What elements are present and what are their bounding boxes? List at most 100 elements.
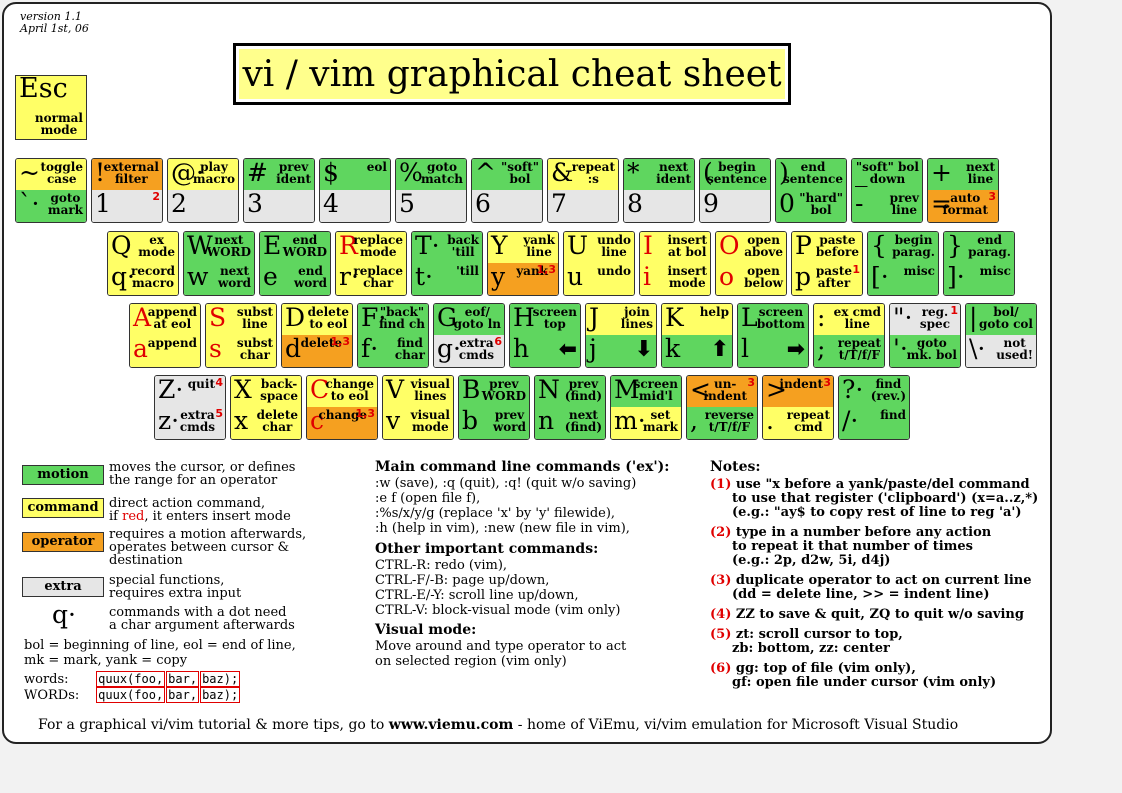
key-half-bot: ;repeat t/T/f/F	[814, 333, 884, 367]
version-number: version 1.1	[20, 10, 82, 23]
words-segment: bar,	[166, 671, 200, 687]
key-desc: delete	[300, 335, 342, 350]
key-char: ;	[817, 333, 826, 363]
other-commands-title: Other important commands:	[375, 541, 599, 557]
key-char: N	[538, 375, 560, 404]
note-text: gg: top of file (vim only),	[735, 661, 916, 676]
key-desc: next word	[217, 263, 251, 290]
note-text: duplicate operator to act on current lin…	[735, 573, 1032, 588]
legend-motion-box: motion	[22, 465, 104, 485]
key-desc: prev WORD	[481, 377, 526, 403]
key-half-bot: 3	[244, 188, 314, 222]
key-half-bot: \·not used!	[966, 334, 1036, 367]
key-note-ref: 4	[215, 376, 223, 389]
key-desc: insert at bol	[667, 233, 707, 259]
key--3-9: ?·find (rev.)/·find	[838, 375, 910, 440]
key-half-bot: .repeat cmd	[763, 406, 833, 439]
key-char: q·	[111, 261, 135, 291]
key-char: A	[133, 303, 152, 332]
key-half-bot: 6	[472, 189, 542, 222]
note-text: use "x before a yank/paste/del command	[735, 477, 1030, 492]
key-note-ref: 1,3	[536, 262, 557, 276]
key-desc: next WORD	[206, 233, 251, 259]
key-half-bot: -prev line	[852, 189, 922, 222]
WORDs-row: WORDs: quux(foo,bar,baz);	[24, 687, 241, 703]
note-line: (1) use "x before a yank/paste/del comma…	[710, 478, 1030, 492]
key-char: l	[741, 333, 749, 363]
key-half-bot: t·'till	[412, 262, 482, 295]
legend-command-text: direct action command, if red, it enters…	[109, 496, 291, 524]
key-char: {	[871, 231, 887, 260]
key-desc: insert mode	[667, 263, 707, 290]
note-line: (e.g.: "ay$ to copy rest of line to reg …	[732, 506, 1022, 520]
key-char: j	[589, 333, 597, 363]
main-cmd-line: :h (help in vim), :new (new file in vim)…	[375, 521, 630, 536]
key-desc: reverse t/T/f/F	[704, 407, 754, 434]
note-line: zb: bottom, zz: center	[732, 642, 890, 656]
key-desc: "soft" bol down	[855, 160, 919, 186]
key-desc: ➡	[786, 336, 805, 362]
key-char: o	[719, 261, 735, 291]
key-desc: "soft" bol	[501, 160, 539, 186]
key--2-9: :ex cmd line;repeat t/T/f/F	[813, 303, 885, 368]
key-desc: delete to eol	[307, 305, 349, 331]
footer-link[interactable]: www.viemu.com	[388, 717, 514, 733]
key-half-bot: 7	[548, 189, 618, 222]
key-char: )	[779, 158, 789, 187]
cheat-sheet-panel	[2, 2, 1052, 744]
key-desc: join lines	[620, 305, 653, 331]
key-char: 3	[247, 188, 263, 218]
key-char: O	[719, 231, 740, 260]
key-desc: quit	[187, 377, 215, 391]
key-char: |	[969, 303, 978, 332]
key-half-top: &repeat :s	[548, 159, 618, 192]
key-half-bot: `·goto mark	[16, 189, 86, 222]
key-char: m·	[614, 405, 646, 435]
key-note-ref: 1,3	[355, 406, 376, 420]
key-desc: next (find)	[564, 407, 602, 434]
note-text: (e.g.: 2p, d2w, 5i, d4j)	[732, 553, 891, 568]
key-half-bot: h⬅	[510, 334, 580, 367]
key-desc: ⬆	[710, 336, 729, 362]
key-desc: screen top	[532, 305, 577, 331]
key-desc: end parag.	[968, 233, 1011, 259]
key-char: I	[643, 231, 653, 260]
note-text: gf: open file under cursor (vim only)	[732, 675, 997, 690]
key-char: "·	[893, 303, 913, 332]
key-desc: replace mode	[353, 233, 403, 259]
key-char: w	[187, 261, 209, 291]
key-char: 5	[399, 188, 415, 218]
key-char: U	[567, 231, 589, 260]
other-cmd-line: CTRL-F/-B: page up/down,	[375, 573, 550, 588]
key-char: ]·	[947, 261, 965, 291]
key-desc: ⬇	[634, 336, 653, 362]
key-char: %	[399, 158, 423, 187]
key-desc: replace char	[353, 263, 403, 290]
key-desc: subst line	[236, 305, 273, 331]
version-date: April 1st, 06	[20, 22, 89, 35]
bol-text-1: bol = beginning of line, eol = end of li…	[24, 638, 296, 653]
key-half-top: ~toggle case	[16, 159, 86, 192]
key-half-bot: ]·misc	[944, 261, 1014, 295]
note-line: (5) zt: scroll cursor to top,	[710, 628, 903, 642]
legend-motion-text: moves the cursor, or defines the range f…	[109, 460, 296, 488]
